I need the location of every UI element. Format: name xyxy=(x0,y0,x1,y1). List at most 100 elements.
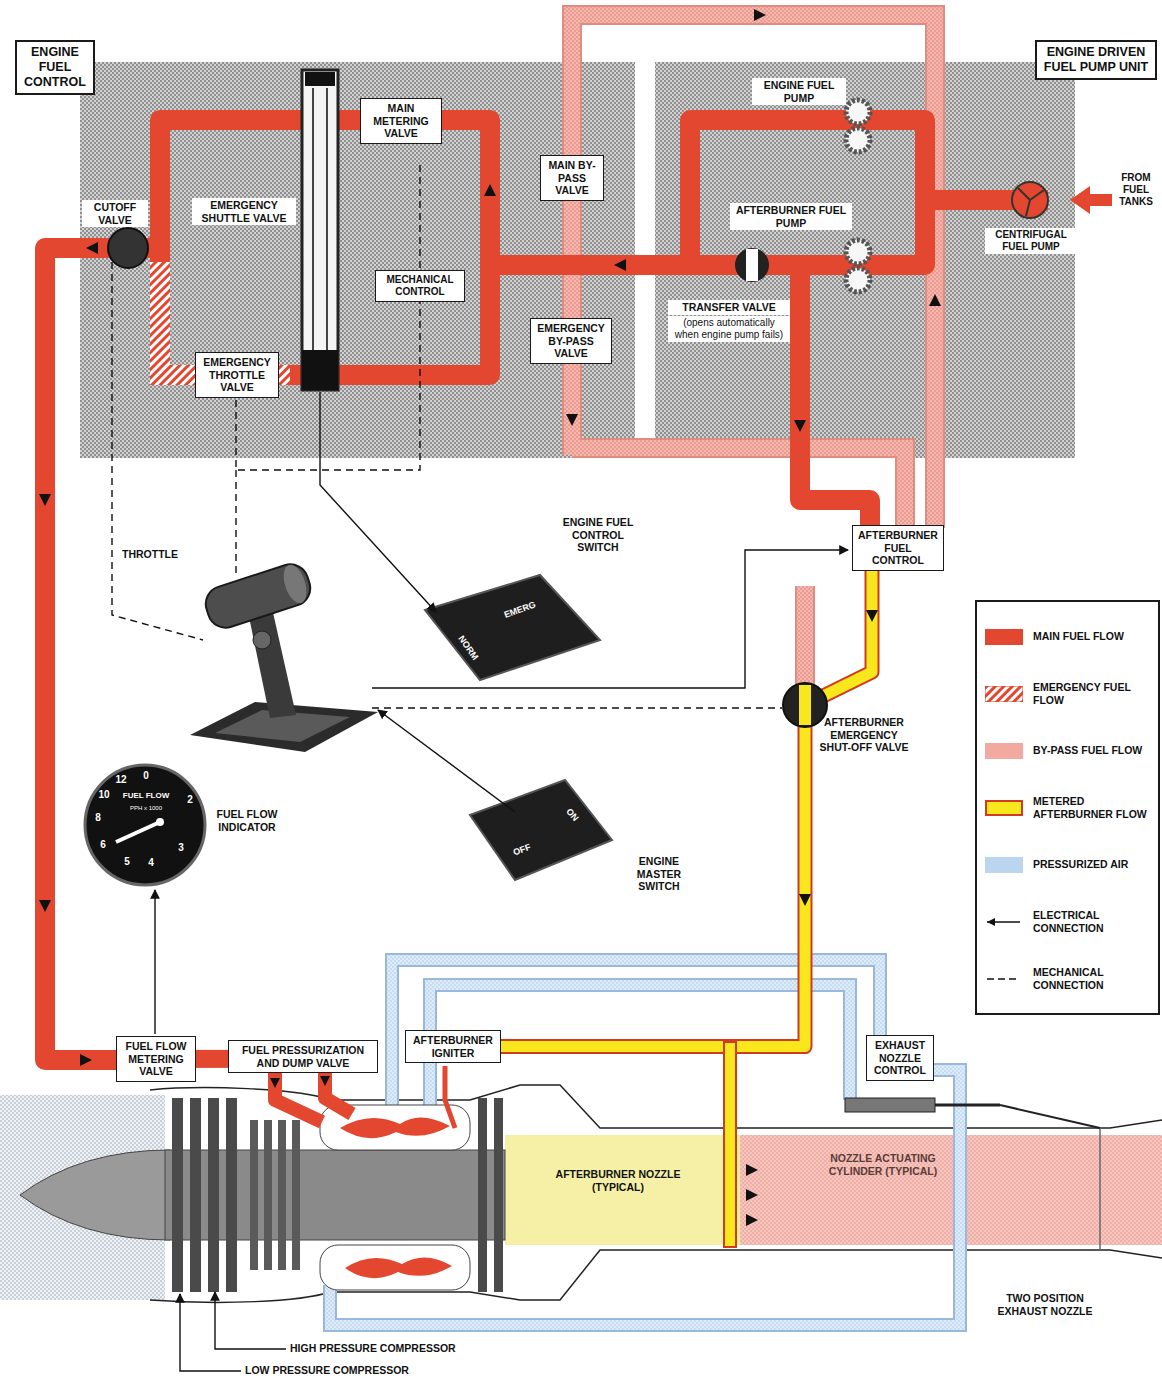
centrifugal-pump xyxy=(1012,182,1048,218)
part-label: ENGINE FUEL PUMP xyxy=(752,78,846,105)
fuel-nozzle-pipe xyxy=(445,1066,455,1128)
dial-number: 4 xyxy=(148,857,154,869)
compressor-turbine xyxy=(264,1120,272,1270)
hatch-sample xyxy=(985,686,1023,702)
toggle-switch xyxy=(425,575,612,880)
main-fuel-pipe xyxy=(800,265,870,528)
component-name: MAIN BY-PASS VALVE xyxy=(545,159,599,197)
flow-arrow xyxy=(39,9,941,1088)
component-name: FUEL FLOW METERING VALVE xyxy=(121,1040,191,1078)
part-label: (opens automatically when engine pump fa… xyxy=(668,316,790,342)
legend-text: EMERGENCY FUEL FLOW xyxy=(1033,681,1150,706)
component-name: AFTERBURNER FUEL CONTROL xyxy=(857,529,939,567)
main-fuel-pipe xyxy=(45,120,1048,1060)
spray-bar xyxy=(724,1042,736,1247)
component-box: AFTERBURNER IGNITER xyxy=(405,1030,501,1063)
legend-sample xyxy=(985,914,1023,930)
dial-number: 2 xyxy=(187,794,193,806)
component-box: FUEL FLOW METERING VALVE xyxy=(116,1036,196,1082)
legend-row: PRESSURIZED AIR xyxy=(985,836,1150,893)
throttle-lever xyxy=(253,631,271,649)
component-name: AFTERBURNER IGNITER xyxy=(410,1034,496,1059)
flow-arrow xyxy=(754,9,766,21)
nozzle-actuator xyxy=(845,1098,1100,1128)
flow-arrow xyxy=(86,242,98,254)
legend-row: METERED AFTERBURNER FLOW xyxy=(985,779,1150,836)
fuel-flow-dial xyxy=(156,818,164,826)
dial-number: 3 xyxy=(178,842,184,854)
legend-text: MAIN FUEL FLOW xyxy=(1033,630,1124,643)
line-sample xyxy=(987,978,1020,980)
pipe-outline xyxy=(501,571,872,1047)
bypass-pipe-outline xyxy=(795,586,815,690)
component-box: EMERGENCY BY-PASS VALVE xyxy=(530,318,612,364)
valve-symbol xyxy=(746,249,758,281)
legend-swatch xyxy=(985,629,1023,645)
metering-valve-column xyxy=(302,70,338,390)
component-box: FUEL PRESSURIZATION AND DUMP VALVE xyxy=(228,1040,378,1073)
part-label: EMERGENCY SHUTTLE VALVE xyxy=(192,198,296,225)
flow-arrow xyxy=(794,420,806,432)
component-box: ENGINE FUEL CONTROL xyxy=(15,40,95,95)
pump-gear xyxy=(846,100,870,292)
exhaust-nozzle-body xyxy=(0,1085,1162,1302)
flow-arrow xyxy=(866,610,878,622)
flow-arrow xyxy=(80,1054,92,1066)
part-label: THROTTLE xyxy=(122,548,197,561)
compressor-turbine xyxy=(320,1245,470,1290)
connection-line xyxy=(112,262,203,640)
connection-line xyxy=(112,160,848,1371)
connection-line xyxy=(235,470,236,575)
exhaust-nozzle-body xyxy=(505,1135,740,1245)
connection-line xyxy=(215,1292,286,1349)
throttle-grip xyxy=(201,560,315,633)
centrifugal-pump xyxy=(1018,188,1044,216)
part-label: NOZZLE ACTUATING CYLINDER (TYPICAL) xyxy=(820,1152,946,1177)
legend-text: MECHANICAL CONNECTION xyxy=(1033,966,1150,991)
component-name: MECHANICAL CONTROL xyxy=(380,274,460,298)
combustion-flame xyxy=(340,1117,452,1278)
flow-arrow xyxy=(746,1189,758,1201)
main-fuel-pipe xyxy=(45,248,160,1060)
legend-swatch xyxy=(985,743,1023,759)
part-label: LOW PRESSURE COMPRESSOR xyxy=(245,1364,445,1377)
toggle-switch xyxy=(425,575,600,680)
metering-valve-column xyxy=(305,72,335,86)
part-label: TWO POSITION EXHAUST NOZZLE xyxy=(985,1292,1105,1317)
legend-row: EMERGENCY FUEL FLOW xyxy=(985,665,1150,722)
flow-arrow xyxy=(614,259,626,271)
metering-valve-column xyxy=(302,350,338,390)
fuel-pipe xyxy=(501,571,872,1047)
compressor-turbine xyxy=(208,1098,219,1292)
flow-arrow xyxy=(39,900,51,912)
part-label: PPH x 1000 xyxy=(130,805,162,812)
component-name: FUEL PRESSURIZATION AND DUMP VALVE xyxy=(233,1044,373,1069)
bypass-pipe xyxy=(797,586,813,690)
dial-number: 10 xyxy=(98,789,109,801)
connection-line xyxy=(378,710,515,812)
pump-gear xyxy=(846,128,870,152)
component-box: MAIN METERING VALVE xyxy=(360,98,442,144)
pump-gear xyxy=(846,100,870,124)
compressor-turbine xyxy=(190,1098,201,1292)
valve-symbol xyxy=(108,228,148,268)
dial-number: 6 xyxy=(100,839,106,851)
pipe-body xyxy=(501,571,872,1047)
connection-line xyxy=(372,707,782,708)
legend-text: ELECTRICAL CONNECTION xyxy=(1033,909,1150,934)
pump-gear xyxy=(846,268,870,292)
legend-sample xyxy=(985,971,1023,987)
component-name: EXHAUST NOZZLE CONTROL xyxy=(871,1039,929,1077)
legend-row: MAIN FUEL FLOW xyxy=(985,608,1150,665)
shutoff-valve xyxy=(783,683,827,727)
main-fuel-pipe xyxy=(490,195,925,265)
compressor-turbine xyxy=(172,1098,183,1292)
legend-text: METERED AFTERBURNER FLOW xyxy=(1033,795,1150,820)
part-label: CUTOFF VALVE xyxy=(82,200,148,227)
fuel-flow-dial xyxy=(85,765,205,885)
nozzle-actuator xyxy=(845,1098,935,1112)
centrifugal-pump xyxy=(1012,182,1112,218)
connection-line xyxy=(154,890,155,1034)
part-label: FROM FUEL TANKS xyxy=(1114,172,1158,208)
